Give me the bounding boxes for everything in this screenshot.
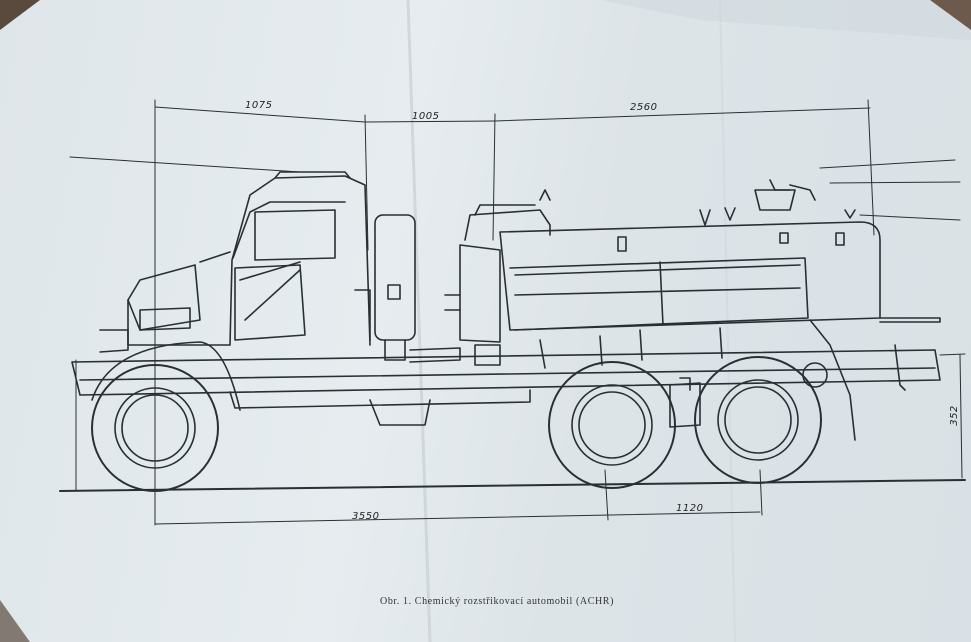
front-wheel — [91, 341, 241, 492]
pump-piping — [444, 189, 551, 366]
ground-line — [59, 479, 966, 492]
dim-top-right: 2560 — [630, 102, 658, 113]
rear-supports — [539, 319, 906, 441]
tank-top-fittings — [699, 179, 856, 226]
pump-column — [374, 214, 461, 363]
rear-wheel-back — [694, 356, 822, 484]
truck-cab — [99, 171, 371, 353]
cab-door — [234, 264, 306, 341]
rear-wheel-front — [548, 361, 676, 489]
dim-right-height: 352 — [948, 405, 960, 426]
bottom-dimension-lines — [75, 353, 966, 525]
dim-top-mid: 1005 — [412, 111, 440, 122]
dim-bottom-wheelbase: 3550 — [352, 511, 380, 522]
cab-window — [254, 209, 336, 261]
chassis-frame — [71, 349, 941, 426]
rear-axle-detail — [669, 377, 701, 428]
main-tank — [499, 221, 941, 331]
top-dimension-lines — [69, 99, 961, 526]
dim-bottom-axles: 1120 — [676, 503, 704, 514]
figure-caption: Obr. 1. Chemický rozstřikovací automobil… — [380, 596, 615, 607]
dim-top-left: 1075 — [245, 100, 273, 111]
